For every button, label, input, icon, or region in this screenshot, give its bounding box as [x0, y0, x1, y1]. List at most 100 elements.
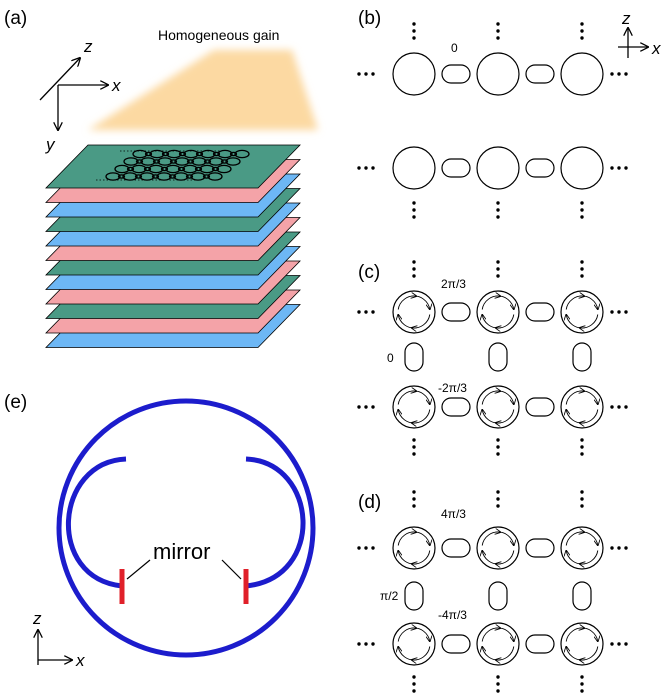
lattice-ring: [114, 164, 130, 174]
circulation-arrow: [566, 647, 585, 661]
circulation-arrow: [565, 296, 584, 310]
ellipsis-dot: [580, 215, 584, 219]
ring-resonator: [560, 526, 604, 570]
axis-y-label-a: y: [45, 135, 56, 154]
panel-d-label: (d): [358, 492, 381, 513]
axes-e: [38, 630, 72, 665]
ring-lattice-on-top-layer: [96, 149, 250, 181]
lattice-coupler: [144, 151, 153, 157]
ellipsis-dot: [496, 29, 500, 33]
panel-e: (e) mirror z x: [4, 392, 316, 670]
layer-1: [45, 144, 301, 189]
lattice-ring: [216, 164, 232, 174]
ellipsis-dot: [580, 260, 584, 264]
outer-loop: [56, 398, 316, 658]
lattice-coupler: [178, 151, 187, 157]
ellipsis-dot: [580, 208, 584, 212]
lattice-ring: [149, 149, 165, 159]
lattice-ring: [208, 157, 224, 166]
coupling-ring: [441, 634, 471, 654]
ellipsis-dot: [617, 642, 621, 646]
vertical-coupling-ring: [488, 581, 508, 611]
ellipsis-dot: [412, 201, 416, 205]
ellipsis-dot: [580, 267, 584, 271]
lattice-ring: [105, 172, 121, 181]
ellipsis-dot: [496, 675, 500, 679]
vertical-coupling-ring: [488, 342, 508, 372]
ellipsis-dot: [364, 546, 368, 550]
axis-z-label-b: z: [621, 9, 631, 28]
ring-resonator: [476, 622, 520, 666]
ellipsis-dot: [610, 642, 614, 646]
lattice-ring: [166, 149, 182, 159]
coupling-ring: [441, 302, 471, 322]
circulation-arrow: [481, 391, 500, 405]
ellipsis-dot: [412, 215, 416, 219]
coupling-ring: [441, 64, 471, 84]
ellipsis-dot: [610, 546, 614, 550]
coupling-ring: [525, 397, 555, 417]
panel-c: (c) 2π/3 0 -2π/3: [357, 260, 628, 456]
ellipsis-dot: [371, 310, 375, 314]
vertical-coupling-ring: [404, 581, 424, 611]
left-pointer: [126, 559, 151, 580]
lattice-coupler: [220, 159, 229, 164]
ellipsis-dot: [357, 166, 361, 170]
ellipsis-dot: [496, 682, 500, 686]
ellipsis-dot: [412, 438, 416, 442]
ellipsis-dot: [610, 72, 614, 76]
panel-a-label: (a): [4, 8, 27, 29]
ellipsis-dot: [496, 497, 500, 501]
ellipsis-dot: [496, 267, 500, 271]
circulation-arrow: [565, 532, 584, 546]
phase-label-c-bottom: -2π/3: [438, 381, 467, 395]
lattice-coupler: [185, 174, 194, 179]
ellipsis-dot: [412, 208, 416, 212]
fiber-loop: [56, 398, 316, 658]
phase-label-d-left: π/2: [380, 589, 399, 603]
lattice-coupler: [143, 166, 152, 172]
panel-d: (d) 4π/3 π/2 -4π/3: [357, 490, 628, 693]
ring-resonator: [392, 290, 436, 334]
lattice-coupler: [202, 174, 211, 179]
ellipsis-dot: [496, 504, 500, 508]
ellipsis-dot: [412, 445, 416, 449]
circulation-arrow: [565, 391, 584, 405]
ellipsis-dot: [580, 497, 584, 501]
ring-resonator: [560, 146, 604, 190]
coupling-ring: [441, 397, 471, 417]
circulation-arrow: [398, 315, 417, 329]
ellipsis-dot: [580, 274, 584, 278]
circulation-arrow: [482, 315, 501, 329]
lattice-coupler: [160, 166, 169, 172]
mirrors: [119, 569, 249, 604]
axis-x-label-a: x: [111, 76, 121, 95]
circulation-arrow: [397, 391, 416, 405]
z-axis-arrow: [39, 58, 80, 101]
ellipsis-dot: [580, 689, 584, 693]
ring-resonator: [392, 622, 436, 666]
ellipsis-dot: [357, 642, 361, 646]
ellipsis-dot: [496, 208, 500, 212]
ellipsis-dot: [364, 72, 368, 76]
lattice-coupler: [177, 166, 186, 172]
circulation-arrow: [482, 647, 501, 661]
ring-resonator: [476, 146, 520, 190]
ellipsis-dot: [580, 22, 584, 26]
vertical-coupling-ring: [404, 342, 424, 372]
ellipsis-dot: [580, 201, 584, 205]
ellipsis-dot: [624, 642, 628, 646]
ellipsis-dot: [412, 36, 416, 40]
ellipsis-dot: [357, 72, 361, 76]
circulation-arrow: [398, 410, 417, 424]
ellipsis-dot: [412, 274, 416, 278]
coupling-ring: [525, 634, 555, 654]
lattice-ring: [148, 164, 164, 174]
lattice-ring: [191, 157, 207, 166]
ellipsis-dot: [412, 682, 416, 686]
ellipsis-dot: [624, 405, 628, 409]
ellipsis-dot: [412, 22, 416, 26]
phase-label-d-bottom: -4π/3: [438, 608, 467, 622]
panel-b-label: (b): [358, 8, 381, 29]
lattice-coupler: [169, 159, 178, 164]
